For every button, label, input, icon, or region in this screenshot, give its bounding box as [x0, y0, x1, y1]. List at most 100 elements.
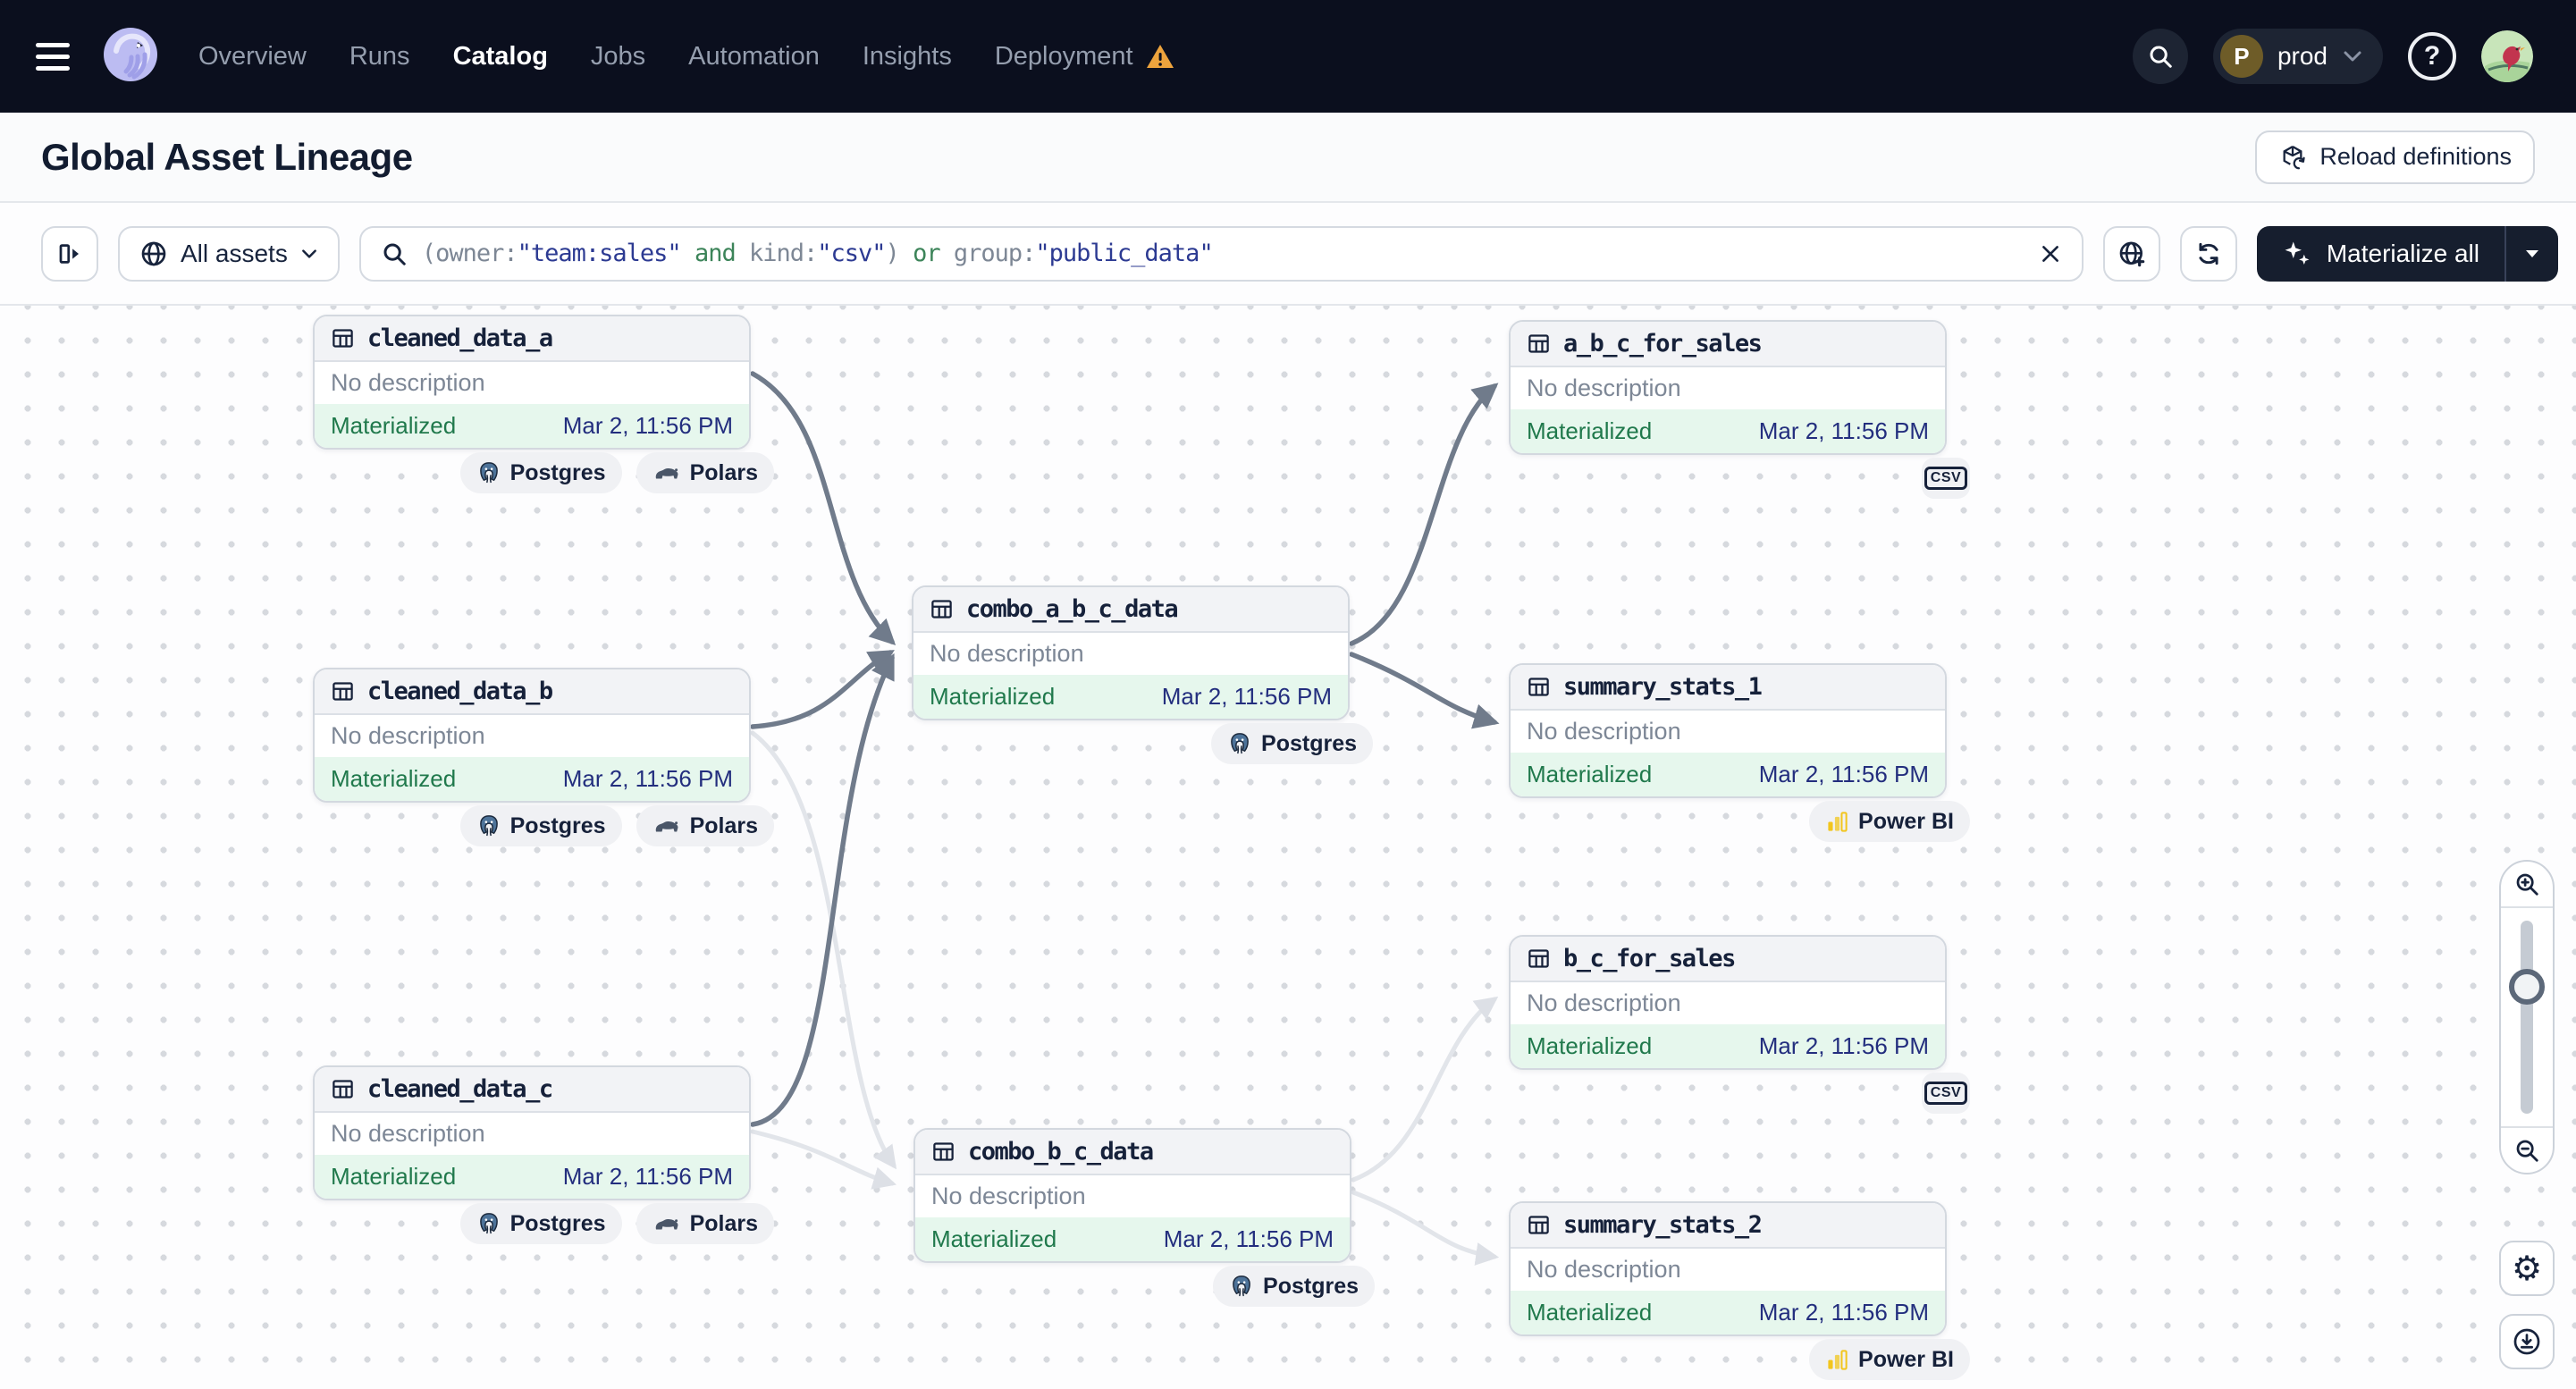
- kind-tag-polars[interactable]: Polars: [636, 1203, 774, 1244]
- kind-tag-powerbi[interactable]: Power BI: [1809, 1339, 1970, 1380]
- kind-tag-powerbi[interactable]: Power BI: [1809, 801, 1970, 842]
- hamburger-menu-icon[interactable]: [36, 42, 75, 71]
- user-avatar[interactable]: [2481, 30, 2533, 82]
- asset-name: combo_a_b_c_data: [966, 595, 1179, 623]
- search-icon: [383, 243, 406, 265]
- sparkles-icon: [2285, 241, 2310, 265]
- asset-node-a-b-c-for-sales[interactable]: a_b_c_for_sales No description Materiali…: [1509, 320, 1947, 455]
- kind-tag-postgres[interactable]: Postgres: [1211, 723, 1373, 764]
- dagster-logo[interactable]: [98, 24, 163, 88]
- status-badge: Materialized: [1527, 1299, 1653, 1326]
- powerbi-icon: [1828, 1349, 1848, 1370]
- view-all-assets-button[interactable]: [2102, 225, 2160, 282]
- status-badge: Materialized: [931, 1225, 1057, 1252]
- kind-tag-postgres[interactable]: Postgres: [459, 1203, 622, 1244]
- chevron-down-icon: [301, 248, 316, 258]
- nav-item-runs[interactable]: Runs: [349, 41, 410, 71]
- asset-node-combo-a-b-c-data[interactable]: combo_a_b_c_data No description Material…: [912, 585, 1350, 720]
- postgres-icon: [479, 815, 498, 837]
- kind-tag-polars[interactable]: Polars: [636, 452, 774, 493]
- reload-cube-icon: [2283, 145, 2306, 169]
- asset-description: No description: [1527, 375, 1681, 401]
- zoom-slider[interactable]: [2501, 908, 2553, 1126]
- nav-item-deployment[interactable]: Deployment: [995, 42, 1174, 72]
- zoom-in-button[interactable]: [2501, 862, 2553, 908]
- kind-tag-polars[interactable]: Polars: [636, 805, 774, 846]
- kind-tag-postgres[interactable]: Postgres: [459, 452, 622, 493]
- graph-settings-button[interactable]: ⚙: [2499, 1241, 2555, 1296]
- table-icon: [333, 682, 353, 701]
- csv-icon: CSV: [1924, 467, 1968, 490]
- deployment-switcher[interactable]: P prod: [2212, 29, 2383, 84]
- kind-tag-csv[interactable]: CSV: [1922, 458, 1970, 499]
- globe-plus-icon: [2119, 241, 2145, 266]
- nav-item-catalog[interactable]: Catalog: [452, 41, 548, 71]
- materialized-timestamp: Mar 2, 11:56 PM: [562, 765, 733, 792]
- asset-name: cleaned_data_c: [367, 1075, 553, 1103]
- zoom-slider-thumb[interactable]: [2509, 969, 2545, 1005]
- asset-node-summary-stats-1[interactable]: summary_stats_1 No description Materiali…: [1509, 663, 1947, 798]
- postgres-icon: [1233, 1275, 1250, 1297]
- asset-scope-dropdown[interactable]: All assets: [118, 225, 340, 282]
- chevron-down-icon: [2344, 51, 2361, 62]
- asset-node-cleaned-data-c[interactable]: cleaned_data_c No description Materializ…: [313, 1065, 751, 1200]
- clear-filter-button[interactable]: [2039, 242, 2062, 265]
- materialized-timestamp: Mar 2, 11:56 PM: [1161, 683, 1332, 710]
- open-sidebar-button[interactable]: [41, 225, 98, 282]
- download-icon: [2513, 1328, 2540, 1355]
- help-button[interactable]: ?: [2408, 32, 2456, 80]
- materialized-timestamp: Mar 2, 11:56 PM: [1758, 761, 1929, 787]
- status-badge: Materialized: [331, 412, 457, 439]
- page-title: Global Asset Lineage: [41, 135, 413, 178]
- materialize-options-button[interactable]: [2504, 225, 2558, 282]
- postgres-icon: [479, 462, 498, 484]
- download-graph-button[interactable]: [2499, 1314, 2555, 1369]
- lineage-canvas[interactable]: cleaned_data_a No description Materializ…: [0, 306, 2576, 1389]
- filter-query-text: (owner:"team:sales" and kind:"csv") or g…: [421, 240, 1214, 267]
- gear-icon: ⚙: [2511, 1249, 2543, 1288]
- top-navbar: Overview Runs Catalog Jobs Automation In…: [0, 0, 2576, 113]
- lineage-toolbar: All assets (owner:"team:sales" and kind:…: [0, 203, 2576, 306]
- zoom-out-icon: [2516, 1140, 2538, 1162]
- kind-tag-csv[interactable]: CSV: [1922, 1073, 1970, 1114]
- refresh-icon: [2199, 242, 2218, 265]
- asset-node-cleaned-data-a[interactable]: cleaned_data_a No description Materializ…: [313, 315, 751, 450]
- materialized-timestamp: Mar 2, 11:56 PM: [1758, 1299, 1929, 1326]
- reload-definitions-button[interactable]: Reload definitions: [2255, 130, 2535, 184]
- canvas-controls: ⚙: [2499, 860, 2555, 1369]
- refresh-button[interactable]: [2179, 225, 2237, 282]
- asset-node-combo-b-c-data[interactable]: combo_b_c_data No description Materializ…: [913, 1128, 1351, 1263]
- asset-name: cleaned_data_b: [367, 678, 553, 705]
- kind-tag-postgres[interactable]: Postgres: [459, 805, 622, 846]
- nav-item-insights[interactable]: Insights: [862, 41, 952, 71]
- nav-item-jobs[interactable]: Jobs: [590, 41, 646, 71]
- asset-description: No description: [1527, 718, 1681, 745]
- warning-icon: [1146, 45, 1174, 68]
- page-header: Global Asset Lineage Reload definitions: [0, 113, 2576, 203]
- status-badge: Materialized: [331, 1163, 457, 1190]
- asset-name: cleaned_data_a: [367, 324, 553, 352]
- navbar-right: P prod ?: [2132, 29, 2533, 84]
- asset-node-summary-stats-2[interactable]: summary_stats_2 No description Materiali…: [1509, 1201, 1947, 1336]
- search-button[interactable]: [2132, 29, 2188, 84]
- kind-tag-postgres[interactable]: Postgres: [1213, 1266, 1375, 1307]
- caret-down-icon: [2526, 249, 2538, 257]
- materialized-timestamp: Mar 2, 11:56 PM: [1163, 1225, 1334, 1252]
- table-icon: [1528, 678, 1549, 696]
- nav-item-overview[interactable]: Overview: [198, 41, 307, 71]
- table-icon: [1528, 334, 1549, 353]
- asset-filter-input[interactable]: (owner:"team:sales" and kind:"csv") or g…: [358, 225, 2084, 282]
- asset-description: No description: [331, 369, 485, 396]
- postgres-icon: [1231, 733, 1249, 754]
- table-icon: [333, 329, 353, 348]
- asset-node-b-c-for-sales[interactable]: b_c_for_sales No description Materialize…: [1509, 935, 1947, 1070]
- asset-node-cleaned-data-b[interactable]: cleaned_data_b No description Materializ…: [313, 668, 751, 803]
- nav-item-automation[interactable]: Automation: [688, 41, 820, 71]
- zoom-out-button[interactable]: [2501, 1126, 2553, 1173]
- status-badge: Materialized: [1527, 1032, 1653, 1059]
- zoom-slider-track[interactable]: [2521, 921, 2533, 1114]
- status-badge: Materialized: [930, 683, 1056, 710]
- table-icon: [933, 1142, 954, 1161]
- materialize-all-button[interactable]: Materialize all: [2257, 226, 2504, 282]
- asset-description: No description: [931, 1183, 1086, 1209]
